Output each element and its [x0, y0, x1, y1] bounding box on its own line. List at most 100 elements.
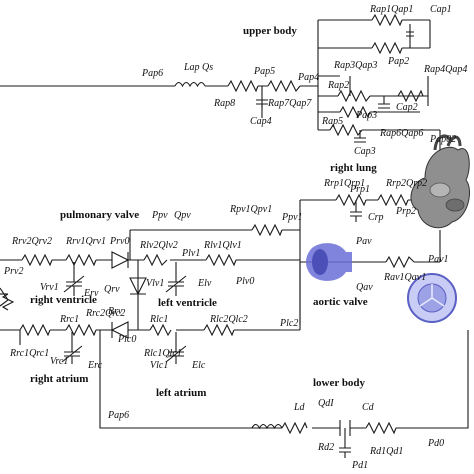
label-rrp1qrp1: Rrp1Qrp1 [323, 178, 365, 189]
label-pap5: Pap5 [253, 66, 275, 77]
label-rd1qd1: Rd1Qd1 [369, 446, 403, 457]
resistor-rap6 [329, 123, 363, 137]
label-pap6-lower: Pap6 [107, 410, 129, 421]
label-ld: Ld [293, 402, 306, 413]
resistor-rd1 [365, 421, 397, 435]
resistor-rap4 [397, 89, 424, 103]
label-rpv1qpv1: Rpv1Qpv1 [229, 204, 272, 215]
label-rap7qap7: Rap7Qap7 [267, 98, 312, 109]
capacitor-cap1 [406, 24, 414, 48]
label-rlv1qlv1: Rlv1Qlv1 [203, 240, 242, 251]
label-qs: Qs [202, 62, 213, 73]
heading-left-atrium: left atrium [156, 387, 206, 399]
label-rap5: Rap5 [321, 116, 343, 127]
label-qdi: QdI [318, 398, 334, 409]
resistor-rap8 [227, 79, 259, 93]
label-pd1: Pd1 [351, 460, 368, 471]
resistor-rrc2 [65, 323, 97, 337]
label-plv1: Plv1 [181, 248, 200, 259]
label-pd0: Pd0 [427, 438, 444, 449]
resistor-rap5 [339, 105, 371, 119]
resistor-vertical-left [1, 293, 15, 311]
varcap-rv [63, 275, 85, 296]
label-pap4: Pap4 [297, 72, 319, 83]
label-pav: Pav [355, 236, 372, 247]
heart-aorta-model [410, 134, 470, 229]
label-rlc2qlc2: Rlc2Qlc2 [209, 314, 248, 325]
label-vlv1: Vlv1 [146, 278, 164, 289]
label-rrv1qrv1: Rrv1Qrv1 [65, 236, 106, 247]
circuit-components [0, 13, 424, 458]
resistor-rpv1 [251, 223, 283, 237]
label-vrv1: Vrv1 [40, 282, 59, 293]
resistor-rrc1 [19, 323, 51, 337]
label-qav: Qav [356, 282, 373, 293]
valve-leaflet-disc [407, 273, 457, 323]
resistor-rlv2 [143, 253, 168, 267]
label-prv2: Prv2 [3, 266, 23, 277]
resistor-rlc2 [203, 323, 235, 337]
label-cap2: Cap2 [396, 102, 418, 113]
label-erv: Erv [83, 288, 99, 299]
label-elv: Elv [197, 278, 212, 289]
resistor-rrp1 [335, 193, 367, 207]
label-plv0: Plv0 [235, 276, 254, 287]
heading-right-lung: right lung [330, 162, 377, 174]
resistor-rrv1 [65, 253, 97, 267]
capacitor-cd [339, 420, 351, 458]
resistor-rav1 [385, 255, 415, 269]
resistor-rrv2 [21, 253, 53, 267]
capacitor-cap4 [256, 99, 268, 112]
label-rap8: Rap8 [213, 98, 235, 109]
label-rlv2qlv2: Rlv2Qlv2 [139, 240, 178, 251]
heading-lower-body: lower body [313, 377, 366, 389]
label-plc0: Plc0 [117, 334, 136, 345]
label-prp1: Prp1 [349, 184, 370, 195]
label-cap3: Cap3 [354, 146, 376, 157]
inductor-ld-coil [251, 423, 283, 430]
heading-pulmonary-valve: pulmonary valve [60, 209, 139, 221]
capacitor-cap2 [378, 96, 390, 109]
diode-pulmonary [111, 251, 130, 269]
label-prp2: Prp2 [395, 206, 416, 217]
label-vlc1: Vlc1 [150, 360, 168, 371]
label-ppv: Ppv [151, 210, 168, 221]
varcap-ra [61, 345, 83, 364]
label-pav1: Pav1 [427, 254, 449, 265]
resistor-rap7 [267, 79, 301, 93]
resistor-rap3 [371, 41, 403, 55]
label-cap1: Cap1 [430, 4, 452, 15]
resistor-rlc1 [149, 323, 172, 337]
resistor-rrp2 [377, 193, 409, 207]
label-pap02: Pap02 [429, 134, 456, 145]
capacitor-crp [350, 211, 362, 222]
inductor-lap [174, 81, 206, 88]
label-rrv2qrv2: Rrv2Qrv2 [11, 236, 52, 247]
label-ppv1: Ppv1 [281, 212, 303, 223]
label-rav1qav1: Rav1Qav1 [383, 272, 426, 283]
label-cd: Cd [362, 402, 375, 413]
label-qpv: Qpv [174, 210, 191, 221]
label-prv0: Prv0 [109, 236, 129, 247]
label-rlc1: Rlc1 [149, 314, 168, 325]
label-pap2: Pap2 [387, 56, 409, 67]
heading-aortic-valve: aortic valve [313, 296, 368, 308]
varcap-lv [165, 275, 187, 296]
label-cap4: Cap4 [250, 116, 272, 127]
diode-mitral [129, 277, 147, 296]
label-elc: Elc [191, 360, 206, 371]
capacitor-cap3 [354, 130, 366, 143]
diode-left-edge [0, 287, 9, 307]
heading-upper-body: upper body [243, 25, 297, 37]
resistor-rd2 [281, 421, 308, 435]
label-rap1qap1: Rap1Qap1 [369, 4, 413, 15]
aortic-valve-3d [306, 243, 352, 281]
label-pap6-upper: Pap6 [141, 68, 163, 79]
resistor-rlv1 [205, 253, 237, 267]
label-rrc1: Rrc1 [59, 314, 79, 325]
label-rap4qap4: Rap4Qap4 [423, 64, 467, 75]
label-rrp2qrp2: Rrp2Qrp2 [385, 178, 427, 189]
label-rrv: Rrv [107, 306, 123, 317]
label-rd2: Rd2 [317, 442, 334, 453]
label-rlc1qlc1: Rlc1Qlc1 [143, 348, 182, 359]
